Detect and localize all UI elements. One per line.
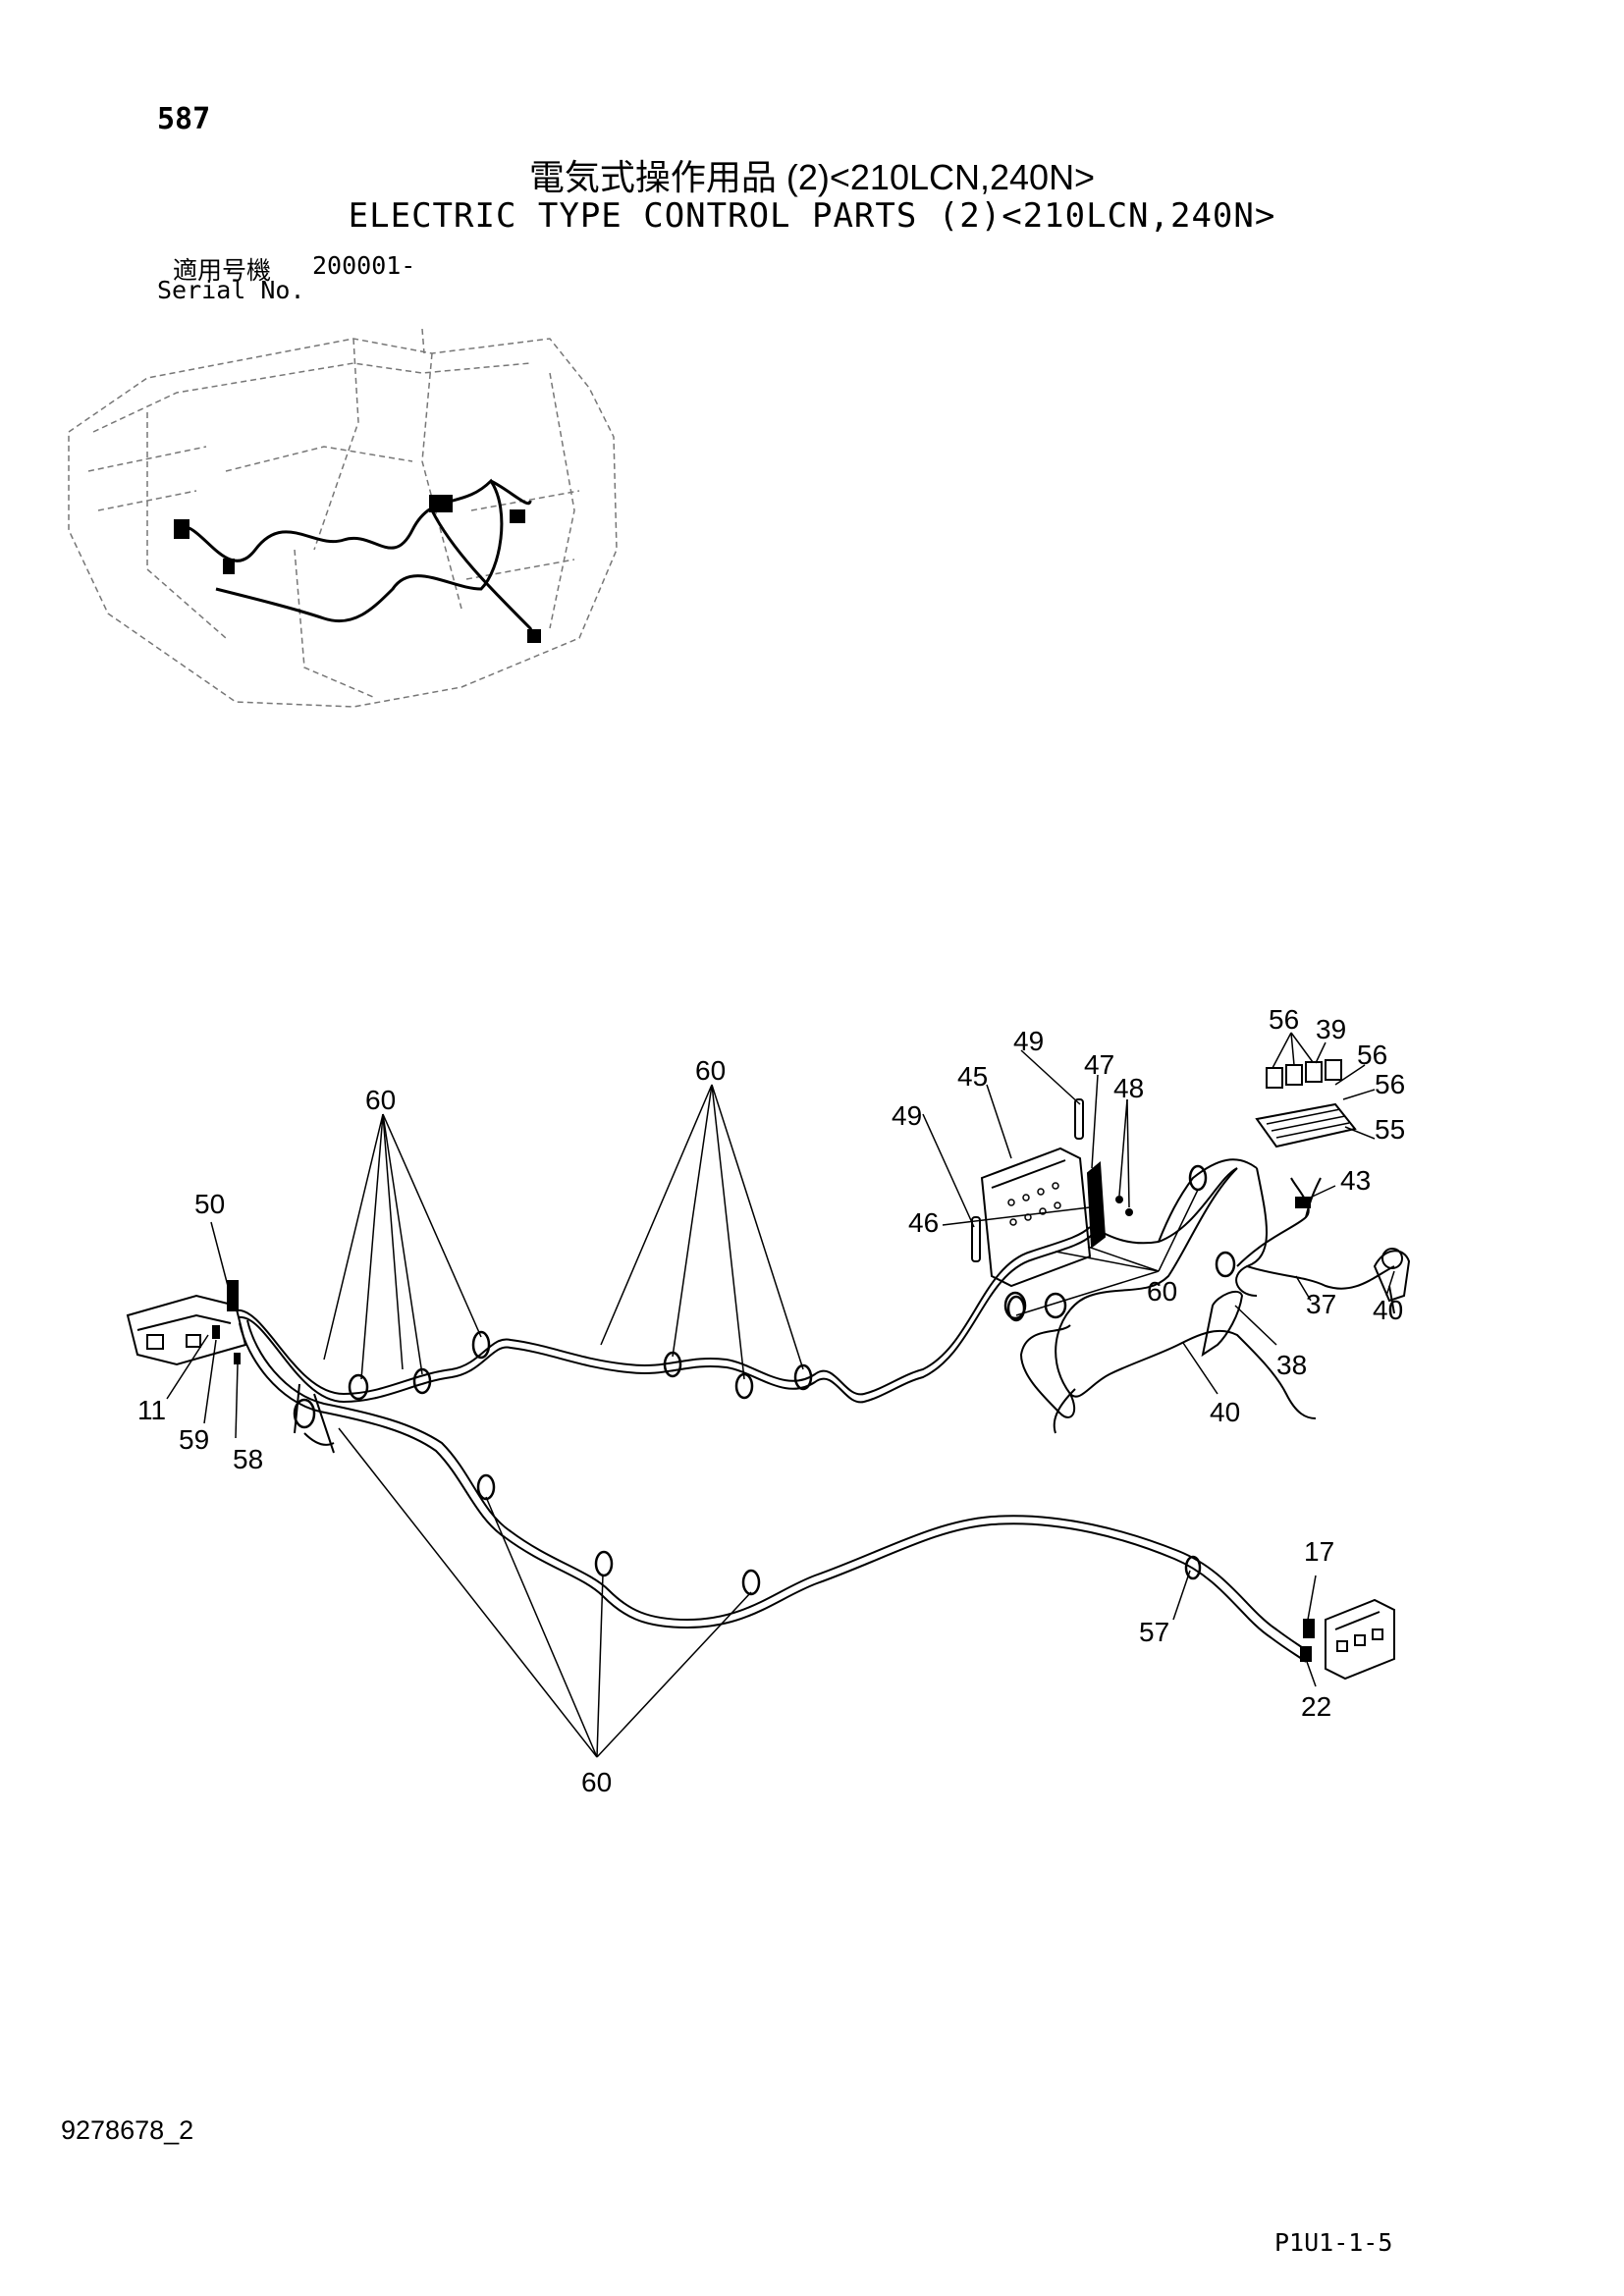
callout-11: 11 (137, 1395, 166, 1425)
page-code: P1U1-1-5 (1274, 2228, 1393, 2257)
callout-56-top: 56 (1269, 1004, 1299, 1035)
callout-45: 45 (957, 1061, 988, 1092)
pedal-parts (1201, 1248, 1411, 1358)
callout-58: 58 (233, 1444, 263, 1474)
main-harness (235, 1158, 1395, 1663)
serial-range: 200001- (312, 251, 416, 280)
title-japanese: 電気式操作用品 (2)<210LCN,240N> (528, 157, 1096, 197)
callout-59: 59 (179, 1424, 209, 1455)
callout-38: 38 (1276, 1350, 1307, 1380)
left-connector-block (126, 1280, 247, 1366)
overview-harness (175, 478, 537, 641)
callout-56-low: 56 (1375, 1069, 1405, 1099)
control-module (971, 1098, 1107, 1288)
callout-56-mid: 56 (1357, 1040, 1387, 1070)
callout-48: 48 (1113, 1073, 1144, 1103)
callout-55: 55 (1375, 1114, 1405, 1145)
callout-22: 22 (1301, 1691, 1331, 1722)
overview-connectors (174, 495, 541, 643)
clamps (293, 1164, 1236, 1596)
callout-49-top: 49 (1013, 1026, 1044, 1056)
callout-50: 50 (194, 1189, 225, 1219)
serial-label-english: Serial No. (157, 276, 305, 304)
page-number: 587 (157, 102, 211, 136)
callout-40-lower: 40 (1210, 1397, 1240, 1427)
callout-43: 43 (1340, 1165, 1371, 1196)
screws-48 (1115, 1196, 1133, 1216)
right-connector-block (1300, 1598, 1395, 1681)
title-english: ELECTRIC TYPE CONTROL PARTS (2)<210LCN,2… (348, 196, 1276, 236)
callout-57: 57 (1139, 1617, 1169, 1647)
small-parts-left (212, 1325, 241, 1364)
document-number: 9278678_2 (61, 2115, 194, 2145)
callout-46: 46 (908, 1207, 939, 1238)
leader-lines (166, 1032, 1395, 1758)
callout-60-upper-mid: 60 (695, 1055, 726, 1086)
machine-outline (68, 328, 618, 708)
callout-47: 47 (1084, 1049, 1114, 1080)
callout-60-upper-left: 60 (365, 1085, 396, 1115)
callout-17: 17 (1304, 1536, 1334, 1567)
callout-37: 37 (1306, 1289, 1336, 1319)
callout-60-right: 60 (1147, 1276, 1177, 1307)
callout-40-right: 40 (1373, 1295, 1403, 1325)
callout-39: 39 (1316, 1014, 1346, 1044)
callout-49-left: 49 (892, 1100, 922, 1131)
callout-60-bottom: 60 (581, 1767, 612, 1797)
serial-label-japanese: 適用号機 (173, 257, 272, 285)
